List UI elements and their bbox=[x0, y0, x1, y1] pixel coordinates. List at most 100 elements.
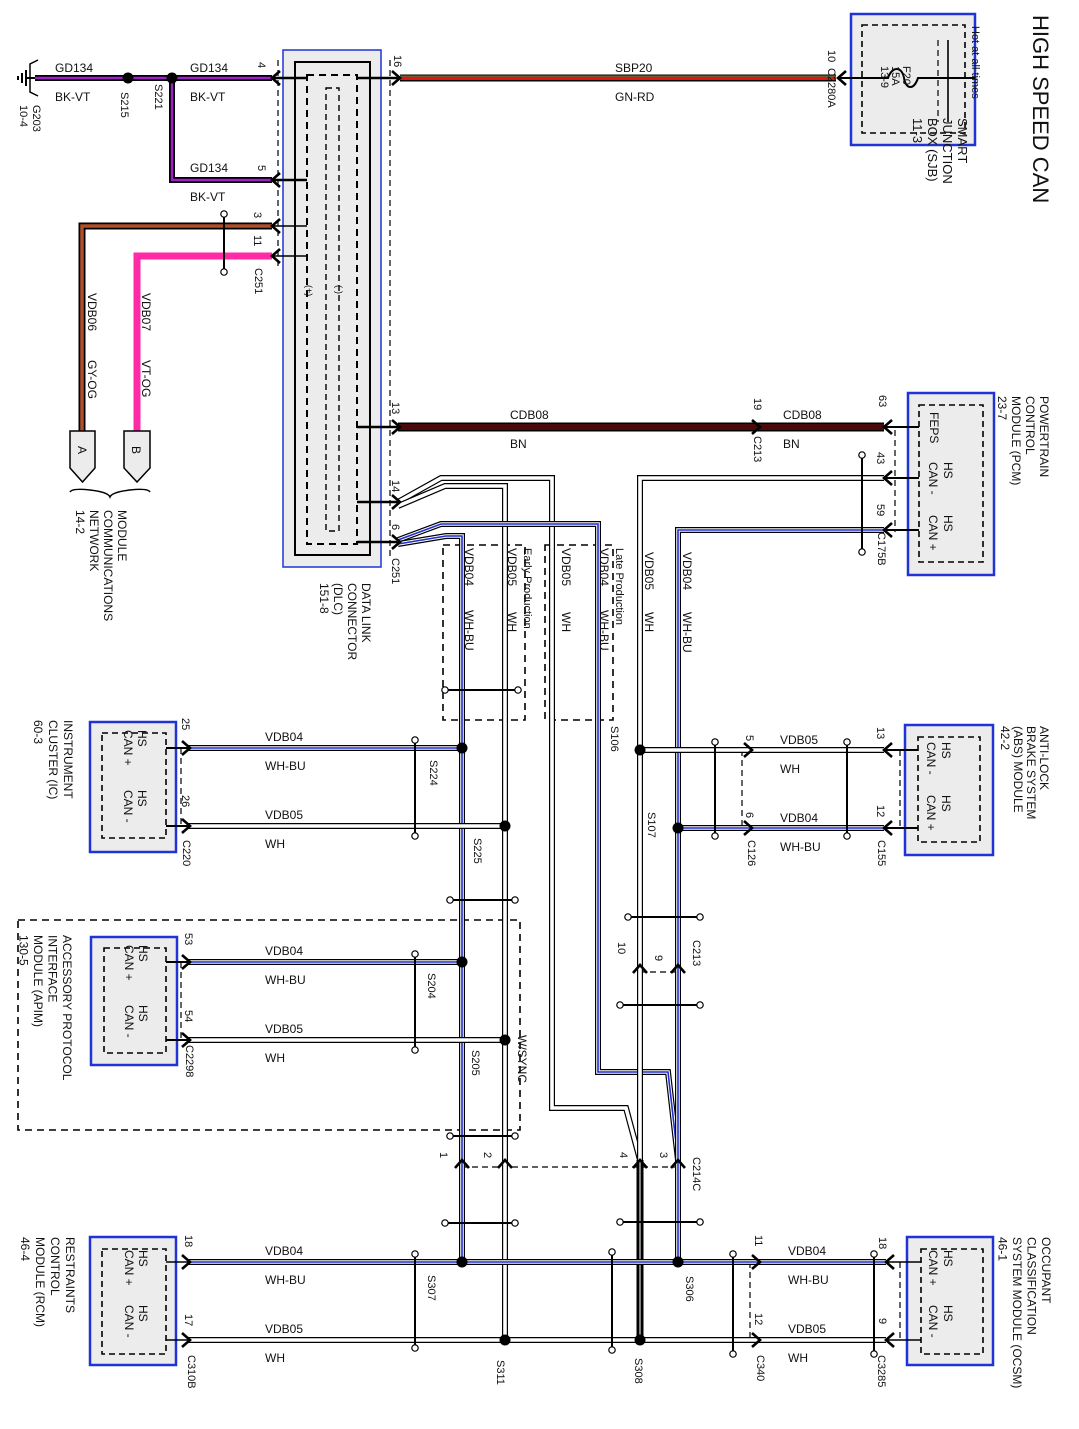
pin-function-label-line: HS bbox=[941, 462, 955, 479]
dlc-name-line: DATA LINK bbox=[359, 583, 373, 643]
splice-label: S107 bbox=[645, 812, 657, 838]
pin-function-label: HSCAN - bbox=[924, 742, 953, 775]
pin-number: 1 bbox=[437, 1152, 449, 1158]
rcm-name-line: RESTRAINTS bbox=[63, 1237, 77, 1313]
connector-pin-arrow-icon bbox=[270, 172, 281, 188]
connector-pin-arrow-icon bbox=[270, 70, 281, 86]
wire-color-label: WH-BU bbox=[265, 1273, 306, 1287]
pin-function-label-line: CAN + bbox=[926, 1250, 940, 1286]
abs-name: ANTI-LOCKBRAKE SYSTEM(ABS) MODULE42-2 bbox=[998, 726, 1051, 819]
splice-dot bbox=[672, 1256, 684, 1268]
wire-color-label: WH-BU bbox=[462, 610, 476, 651]
wire-color-label: BK-VT bbox=[190, 90, 226, 104]
wire-color-label: WH bbox=[642, 612, 656, 632]
circuit-label: VDB04 bbox=[265, 1244, 303, 1258]
circuit-label: VDB05 bbox=[559, 548, 573, 586]
connector-pin-arrow-icon bbox=[632, 1158, 648, 1169]
connector-pin-arrow-icon bbox=[751, 419, 762, 435]
sjb-note: Hot at all times bbox=[969, 26, 981, 99]
twisted-pair-icon bbox=[843, 738, 851, 840]
ocsm-name-line: OCCUPANT bbox=[1039, 1237, 1053, 1304]
pin-number: 14 bbox=[389, 480, 401, 492]
pin-number: 5 bbox=[743, 735, 755, 741]
circuit-label: VDB05 bbox=[265, 1322, 303, 1336]
abs-name-line: (ABS) MODULE bbox=[1011, 726, 1025, 813]
twisted-pair-icon bbox=[411, 950, 419, 1054]
connector-label: C2298 bbox=[183, 1045, 195, 1077]
ocsm-name-line: CLASSIFICATION bbox=[1025, 1237, 1039, 1335]
twisted-pair-icon bbox=[711, 738, 719, 840]
wire-stripe bbox=[170, 78, 272, 182]
abs-name-line: 42-2 bbox=[998, 726, 1012, 750]
sjb-name-line: 11-3 bbox=[910, 118, 925, 143]
splice-label: S306 bbox=[683, 1276, 695, 1302]
splice-dot bbox=[122, 72, 134, 84]
pin-function-label: HSCAN + bbox=[924, 795, 953, 831]
connector-pin-arrow-icon bbox=[497, 1158, 513, 1169]
pcm-name-line: 23-7 bbox=[995, 396, 1009, 420]
pin-function-label: HSCAN + bbox=[926, 1250, 955, 1286]
pin-function-label: HSCAN + bbox=[121, 730, 149, 766]
smart-junction-box-internal-boundary bbox=[861, 24, 966, 134]
connector-pin-arrow-icon bbox=[882, 522, 893, 538]
wire-core bbox=[80, 224, 272, 432]
circuit-label: VDB05 bbox=[642, 552, 656, 590]
ground-label: G20310-4 bbox=[17, 105, 42, 132]
pin-function-label-line: CAN - bbox=[122, 1305, 136, 1338]
pin-number: 10 bbox=[615, 942, 627, 954]
wire-vdb07 bbox=[133, 252, 272, 432]
abs-module-internal-boundary bbox=[917, 736, 981, 843]
wire-color-label: WH-BU bbox=[788, 1273, 829, 1287]
pin-function-label: HSCAN + bbox=[122, 1250, 150, 1286]
pin-number: 9 bbox=[652, 955, 664, 961]
pin-number: 6 bbox=[743, 812, 755, 818]
connector-pin-arrow-icon bbox=[391, 419, 402, 435]
circuit-label: SBP20 bbox=[615, 61, 653, 75]
wire-color-label: BK-VT bbox=[190, 190, 226, 204]
ic-name-line: 60-3 bbox=[31, 720, 45, 744]
connector-pin-arrow-icon bbox=[632, 963, 648, 974]
connector-pin-arrow-icon bbox=[181, 1254, 192, 1270]
twisted-pair-icon bbox=[441, 1219, 519, 1227]
wire-color-label: WH bbox=[788, 1351, 808, 1365]
ground-label-line: G203 bbox=[30, 105, 42, 132]
sjb-name-line: SMART bbox=[955, 118, 970, 163]
powertrain-control-module-outline bbox=[906, 391, 996, 577]
pin-function-label-line: HS bbox=[941, 1305, 955, 1322]
connector-pin-arrow-icon bbox=[884, 1332, 895, 1348]
pin-function-label-line: HS bbox=[939, 795, 953, 812]
apim-name-line: 130-5 bbox=[17, 935, 31, 966]
pin-function-label-line: CAN + bbox=[121, 730, 135, 766]
wire-color-label: WH bbox=[559, 612, 573, 632]
twisted-pair-icon bbox=[858, 451, 866, 556]
twisted-pair-icon bbox=[616, 1001, 704, 1009]
twisted-pair-icon bbox=[608, 1248, 616, 1354]
wire-color-label: GY-OG bbox=[85, 360, 99, 399]
sjb-name-line: JUNCTION bbox=[940, 118, 955, 184]
apim-module bbox=[89, 935, 179, 1067]
dlc-name-line: CONNECTOR bbox=[345, 583, 359, 660]
wire-stripe bbox=[397, 523, 679, 1161]
network-name-line: NETWORK bbox=[87, 510, 101, 571]
circuit-label: VDB04 bbox=[780, 811, 818, 825]
pin-number: 6 bbox=[389, 524, 401, 530]
brace-icon bbox=[69, 488, 151, 500]
twisted-pair-icon bbox=[441, 686, 522, 694]
apim-name-line: MODULE (APIM) bbox=[31, 935, 45, 1027]
connector-label: C213 bbox=[690, 940, 702, 966]
pin-number: 11 bbox=[752, 1235, 764, 1246]
wire-vdb05-early bbox=[396, 483, 508, 1340]
connector-pin-arrow-icon bbox=[884, 1254, 895, 1270]
wire-core bbox=[133, 252, 272, 432]
connector-pin-arrow-icon bbox=[882, 742, 893, 758]
splice-label: S307 bbox=[425, 1275, 437, 1301]
connector-pin-arrow-icon bbox=[181, 818, 192, 834]
pin-number: 11 bbox=[251, 235, 263, 246]
connector-label: C251 bbox=[389, 558, 401, 584]
pin-number: 4 bbox=[617, 1152, 629, 1158]
connector-label: C126 bbox=[745, 840, 757, 866]
dlc-internal-boundary bbox=[325, 87, 340, 532]
pin-number: 18 bbox=[876, 1237, 888, 1249]
pin-function-label-line: CAN + bbox=[926, 515, 940, 551]
